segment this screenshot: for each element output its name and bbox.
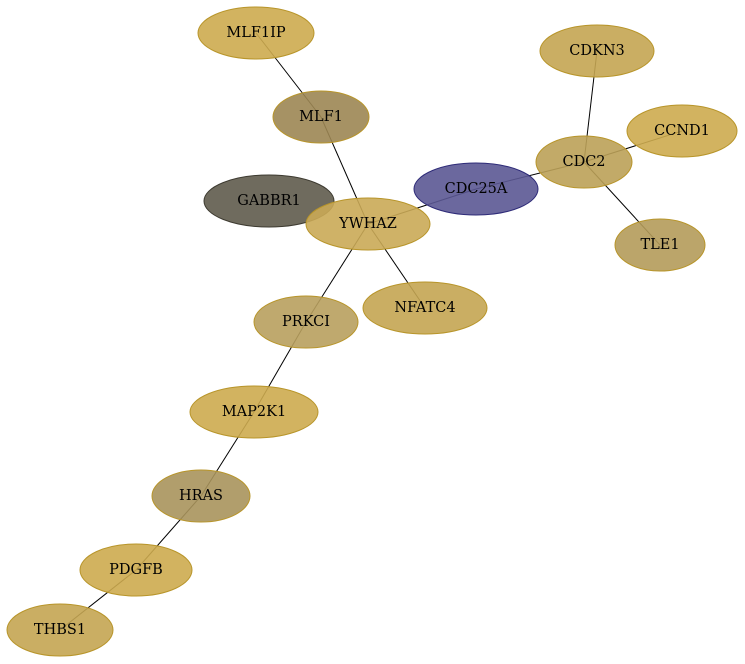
node-pdgfb[interactable]: PDGFB bbox=[79, 543, 193, 597]
node-ellipse[interactable] bbox=[626, 104, 738, 158]
node-ellipse[interactable] bbox=[6, 603, 114, 657]
node-label: CDC25A bbox=[445, 181, 508, 197]
node-thbs1[interactable]: THBS1 bbox=[6, 603, 114, 657]
node-label: MLF1IP bbox=[226, 25, 285, 41]
node-prkci[interactable]: PRKCI bbox=[253, 295, 359, 349]
node-cdc25a[interactable]: CDC25A bbox=[413, 162, 539, 216]
node-gabbr1[interactable]: GABBR1 bbox=[203, 174, 335, 228]
node-label: GABBR1 bbox=[237, 193, 301, 209]
node-label: PDGFB bbox=[109, 562, 163, 578]
node-ellipse[interactable] bbox=[79, 543, 193, 597]
node-cdkn3[interactable]: CDKN3 bbox=[539, 24, 655, 78]
node-label: MLF1 bbox=[299, 109, 343, 125]
node-mlf1[interactable]: MLF1 bbox=[272, 90, 370, 144]
node-ywhaz[interactable]: YWHAZ bbox=[305, 197, 431, 251]
node-mlf1ip[interactable]: MLF1IP bbox=[197, 6, 315, 60]
node-label: PRKCI bbox=[282, 314, 330, 330]
node-label: NFATC4 bbox=[394, 300, 455, 316]
node-label: MAP2K1 bbox=[222, 404, 286, 420]
node-label: TLE1 bbox=[640, 237, 679, 253]
node-ellipse[interactable] bbox=[272, 90, 370, 144]
node-hras[interactable]: HRAS bbox=[151, 469, 251, 523]
edge-layer bbox=[59, 32, 683, 631]
node-label: CCND1 bbox=[654, 123, 710, 139]
node-ellipse[interactable] bbox=[197, 6, 315, 60]
node-ellipse[interactable] bbox=[189, 385, 319, 439]
node-ellipse[interactable] bbox=[539, 24, 655, 78]
node-cdc2[interactable]: CDC2 bbox=[535, 135, 633, 189]
node-tle1[interactable]: TLE1 bbox=[614, 218, 706, 272]
node-ellipse[interactable] bbox=[151, 469, 251, 523]
node-label: YWHAZ bbox=[338, 216, 397, 232]
node-label: HRAS bbox=[179, 488, 223, 504]
node-ellipse[interactable] bbox=[253, 295, 359, 349]
node-ellipse[interactable] bbox=[413, 162, 539, 216]
node-ccnd1[interactable]: CCND1 bbox=[626, 104, 738, 158]
node-ellipse[interactable] bbox=[362, 281, 488, 335]
node-label: CDKN3 bbox=[569, 43, 624, 59]
node-ellipse[interactable] bbox=[305, 197, 431, 251]
node-ellipse[interactable] bbox=[535, 135, 633, 189]
node-ellipse[interactable] bbox=[203, 174, 335, 228]
node-nfatc4[interactable]: NFATC4 bbox=[362, 281, 488, 335]
node-label: CDC2 bbox=[562, 154, 605, 170]
node-label: THBS1 bbox=[34, 622, 86, 638]
node-ellipse[interactable] bbox=[614, 218, 706, 272]
node-map2k1[interactable]: MAP2K1 bbox=[189, 385, 319, 439]
